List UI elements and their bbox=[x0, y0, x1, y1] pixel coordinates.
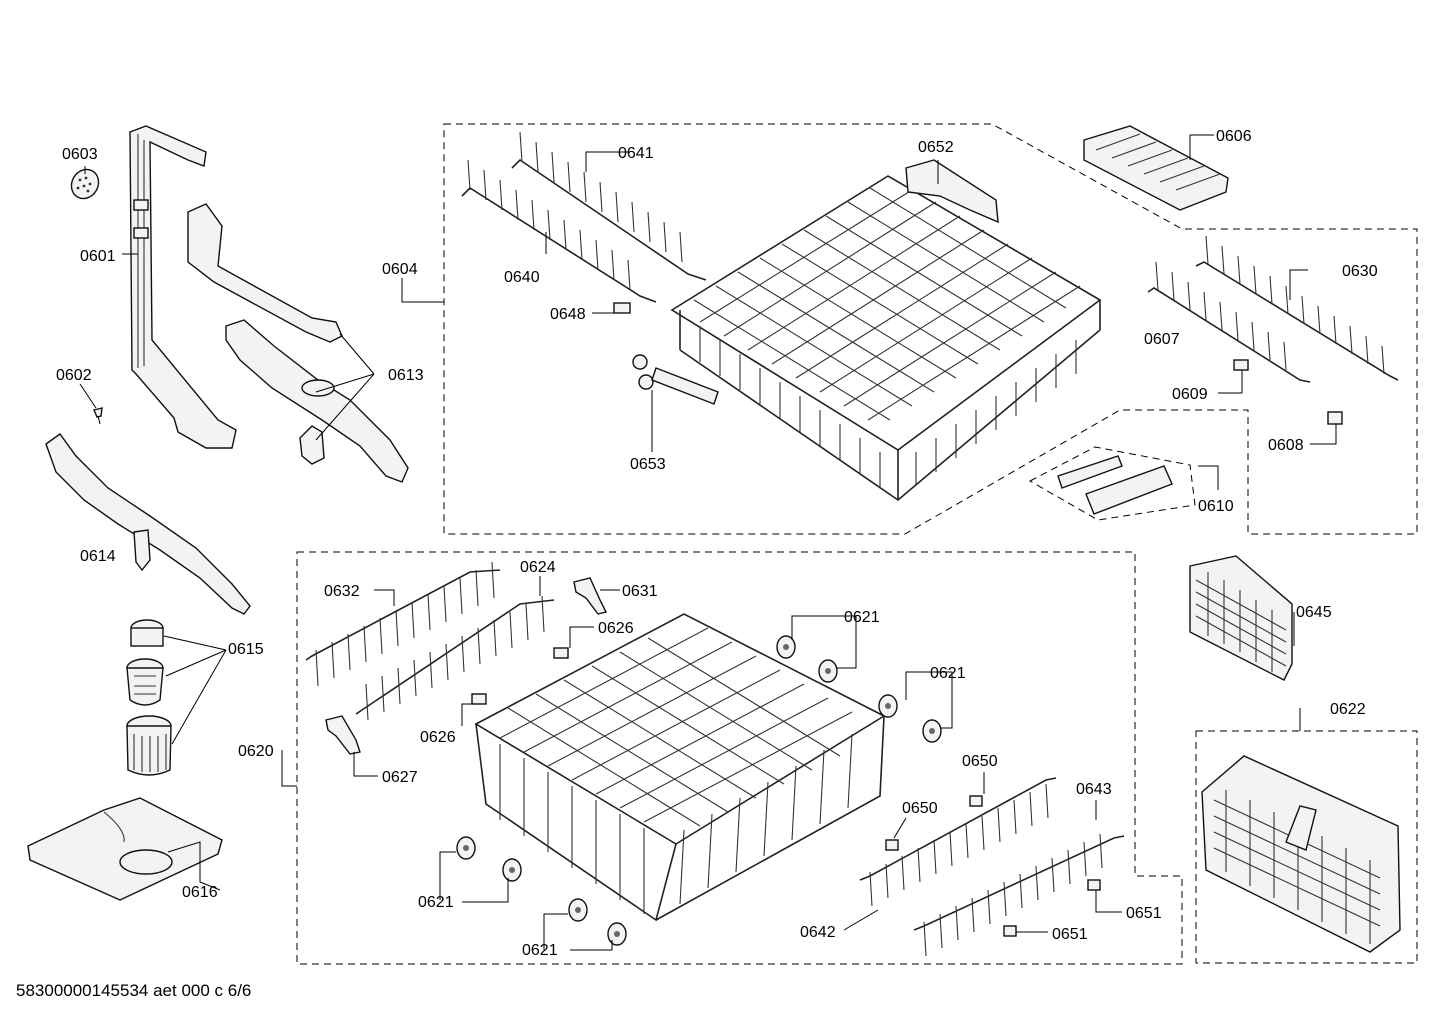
label-0610: 0610 bbox=[1198, 498, 1234, 515]
label-0643: 0643 bbox=[1076, 781, 1112, 798]
part-0608-clip bbox=[1327, 411, 1343, 425]
part-0626-clip-lower bbox=[471, 693, 487, 705]
part-0616-sump-plate bbox=[27, 797, 223, 901]
label-0620: 0620 bbox=[238, 743, 274, 760]
label-0645: 0645 bbox=[1296, 604, 1332, 621]
label-0613: 0613 bbox=[388, 367, 424, 384]
label-0621-a: 0621 bbox=[844, 609, 880, 626]
part-0641-0640-tine-rows bbox=[461, 131, 707, 303]
part-0651-clips bbox=[1003, 879, 1101, 937]
part-0613-spray-arm-upper bbox=[187, 203, 409, 483]
label-0648: 0648 bbox=[550, 306, 586, 323]
label-0615: 0615 bbox=[228, 641, 264, 658]
part-0606-fold-rack bbox=[1083, 125, 1229, 211]
wheel-0621-d bbox=[922, 719, 942, 743]
label-0653: 0653 bbox=[630, 456, 666, 473]
label-0626-a: 0626 bbox=[598, 620, 634, 637]
part-0643-0642-tine-rows bbox=[859, 777, 1125, 957]
part-0609-clip bbox=[1233, 359, 1249, 371]
part-0626-clip-upper bbox=[553, 647, 569, 659]
label-0650-b: 0650 bbox=[902, 800, 938, 817]
label-0642: 0642 bbox=[800, 924, 836, 941]
label-0650-a: 0650 bbox=[962, 753, 998, 770]
wheel-0621-g bbox=[568, 898, 588, 922]
part-0648-clip bbox=[613, 302, 631, 314]
leader-lines bbox=[79, 134, 1337, 951]
label-0602: 0602 bbox=[56, 367, 92, 384]
part-0631-clip bbox=[573, 577, 608, 615]
label-0609: 0609 bbox=[1172, 386, 1208, 403]
cutlery-basket-group-outline bbox=[1195, 730, 1418, 964]
part-0602-screw bbox=[93, 407, 103, 425]
wheel-0621-h bbox=[607, 922, 627, 946]
part-0610-handle bbox=[1057, 455, 1173, 515]
part-0650-clips bbox=[885, 795, 983, 851]
handle-group-outline bbox=[1028, 446, 1196, 521]
label-0627: 0627 bbox=[382, 769, 418, 786]
label-0652: 0652 bbox=[918, 139, 954, 156]
wheel-0621-e bbox=[456, 836, 476, 860]
label-0631: 0631 bbox=[622, 583, 658, 600]
part-0627-clip bbox=[325, 715, 361, 755]
drawing-number-footer: 58300000145534 aet 000 c 6/6 bbox=[16, 981, 252, 1000]
label-0632: 0632 bbox=[324, 583, 360, 600]
label-0621-b: 0621 bbox=[930, 665, 966, 682]
label-0630: 0630 bbox=[1342, 263, 1378, 280]
label-0608: 0608 bbox=[1268, 437, 1304, 454]
label-0640: 0640 bbox=[504, 269, 540, 286]
label-0614: 0614 bbox=[80, 548, 116, 565]
label-0601: 0601 bbox=[80, 248, 116, 265]
wheel-0621-a bbox=[776, 635, 796, 659]
part-0653-roller bbox=[632, 354, 719, 405]
label-0616: 0616 bbox=[182, 884, 218, 901]
part-0601-supply-tube bbox=[129, 125, 237, 449]
part-0614-spray-arm-lower bbox=[45, 433, 251, 615]
wheel-0621-b bbox=[818, 659, 838, 683]
part-0621-wheels bbox=[456, 635, 942, 946]
label-0606: 0606 bbox=[1216, 128, 1252, 145]
part-0615-filter-stack bbox=[126, 619, 172, 776]
label-0604: 0604 bbox=[382, 261, 418, 278]
wheel-0621-f bbox=[502, 858, 522, 882]
label-0626-b: 0626 bbox=[420, 729, 456, 746]
label-0621-d: 0621 bbox=[522, 942, 558, 959]
wheel-0621-c bbox=[878, 694, 898, 718]
label-0603: 0603 bbox=[62, 146, 98, 163]
label-0622: 0622 bbox=[1330, 701, 1366, 718]
label-0624: 0624 bbox=[520, 559, 556, 576]
part-0630-0607-tine-rows bbox=[1147, 235, 1399, 383]
label-0607: 0607 bbox=[1144, 331, 1180, 348]
part-0645-basket bbox=[1189, 555, 1293, 681]
upper-rack-group-outline bbox=[443, 123, 1418, 535]
part-0604-upper-basket bbox=[670, 159, 1102, 502]
part-0603-screen bbox=[70, 168, 100, 200]
part-0632-0624-tine-rows bbox=[305, 561, 555, 721]
label-0651-a: 0651 bbox=[1126, 905, 1162, 922]
part-0620-lower-basket bbox=[474, 613, 886, 922]
part-labels: 0603 0601 0602 0604 0606 0607 0608 0609 … bbox=[56, 128, 1378, 959]
part-0622-cutlery-basket bbox=[1201, 755, 1401, 953]
label-0641: 0641 bbox=[618, 145, 654, 162]
label-0651-b: 0651 bbox=[1052, 926, 1088, 943]
label-0621-c: 0621 bbox=[418, 894, 454, 911]
